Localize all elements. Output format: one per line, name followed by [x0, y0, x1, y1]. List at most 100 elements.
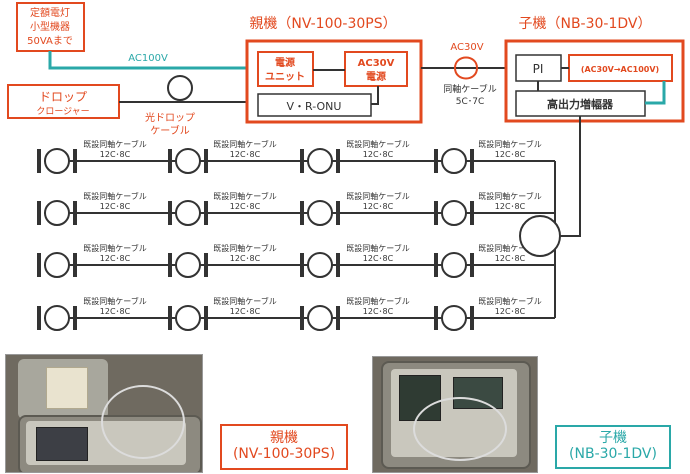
trunk-line — [560, 116, 581, 237]
rated-load-line-3: 50VAまで — [27, 35, 73, 47]
pi-label: PI — [533, 62, 544, 76]
tap-unit-bar — [470, 253, 474, 277]
tap-unit-bar — [434, 306, 438, 330]
tap-unit-circle — [307, 148, 333, 174]
coax-cable-size: 12C･8C — [363, 254, 394, 263]
coax-cable-size: 12C･8C — [495, 150, 526, 159]
coax-cable-label: 既設同軸ケーブル — [346, 139, 410, 149]
tap-unit-bar — [336, 306, 340, 330]
tap-unit-bar — [204, 253, 208, 277]
optical-cable-label-1: 光ドロップ — [145, 111, 195, 124]
tap-unit-bar — [434, 149, 438, 173]
tap-unit-bar — [168, 149, 172, 173]
tap-unit-bar — [336, 253, 340, 277]
child-caption-line-1: 子機 — [599, 430, 627, 446]
child-unit-title: 子機（NB-30-1DV） — [518, 16, 651, 32]
coax-cable-label: 既設同軸ケーブル — [478, 139, 542, 149]
tap-unit-circle — [307, 252, 333, 278]
coax-cable-label: 既設同軸ケーブル — [83, 243, 147, 253]
coax-cable-size: 12C･8C — [230, 254, 261, 263]
coax-cable-size: 12C･8C — [495, 254, 526, 263]
tap-unit-bar — [73, 253, 77, 277]
tap-unit-bar — [300, 149, 304, 173]
converter-box — [568, 54, 673, 82]
parent-photo-module — [36, 427, 88, 461]
tap-unit-circle — [441, 148, 467, 174]
coax-label-1: 同軸ケーブル — [443, 83, 496, 95]
drop-closure-title: ドロップ — [39, 90, 87, 104]
tap-unit-bar — [434, 201, 438, 225]
parent-caption-line-2: (NV-100-30PS) — [232, 446, 336, 462]
coax-cable-label: 既設同軸ケーブル — [83, 191, 147, 201]
converter-label: (AC30V→AC100V) — [581, 65, 659, 74]
rated-load-line-2: 小型機器 — [30, 20, 70, 33]
rated-load-line-1: 定額電灯 — [30, 6, 70, 19]
coax-cable-size: 12C･8C — [495, 307, 526, 316]
coax-cable-size: 12C･8C — [100, 254, 131, 263]
tap-unit-circle — [307, 305, 333, 331]
distribution-grid: 既設同軸ケーブル12C･8C既設同軸ケーブル12C･8C既設同軸ケーブル12C･… — [37, 139, 561, 331]
coax-cable-size: 12C･8C — [100, 307, 131, 316]
tap-unit-circle — [44, 200, 70, 226]
tap-unit-circle — [175, 200, 201, 226]
tap-unit-circle — [441, 252, 467, 278]
tap-unit-bar — [204, 149, 208, 173]
tap-unit-bar — [336, 201, 340, 225]
child-caption-line-2: (NB-30-1DV) — [569, 446, 657, 462]
coax-cable-size: 12C･8C — [100, 150, 131, 159]
tap-unit-bar — [37, 149, 41, 173]
onu-psu-line — [371, 86, 379, 105]
coax-loop — [454, 56, 479, 80]
tap-unit-bar — [300, 253, 304, 277]
coax-cable-label: 既設同軸ケーブル — [478, 243, 542, 253]
coax-label-2: 5C･7C — [456, 97, 485, 107]
ac30-label: AC30V — [450, 42, 483, 53]
coax-cable-size: 12C･8C — [230, 307, 261, 316]
tap-unit-bar — [204, 201, 208, 225]
tap-unit-circle — [307, 200, 333, 226]
tap-unit-circle — [441, 200, 467, 226]
child-unit-photo — [372, 356, 538, 473]
ac30-psu-label-2: 電源 — [366, 70, 386, 83]
coax-cable-label: 既設同軸ケーブル — [478, 191, 542, 201]
child-photo-cable — [413, 397, 507, 461]
coax-cable-label: 既設同軸ケーブル — [346, 243, 410, 253]
tap-unit-circle — [44, 305, 70, 331]
tap-unit-circle — [175, 305, 201, 331]
tap-unit-bar — [470, 201, 474, 225]
coax-cable-size: 12C･8C — [363, 307, 394, 316]
tap-unit-bar — [37, 306, 41, 330]
parent-photo-cable — [101, 385, 185, 459]
coax-cable-label: 既設同軸ケーブル — [213, 243, 277, 253]
coax-cable-label: 既設同軸ケーブル — [83, 139, 147, 149]
parent-unit-title: 親機（NV-100-30PS） — [249, 16, 396, 32]
coax-cable-size: 12C･8C — [495, 202, 526, 211]
coax-cable-size: 12C･8C — [363, 150, 394, 159]
amplifier-label: 高出力増幅器 — [547, 97, 614, 111]
tap-unit-bar — [470, 306, 474, 330]
drop-closure-sub: クロージャー — [36, 106, 89, 117]
child-photo-caption: 子機 (NB-30-1DV) — [555, 425, 671, 469]
tap-unit-bar — [434, 253, 438, 277]
converter-amp-teal-line — [645, 81, 666, 105]
tap-unit-bar — [73, 201, 77, 225]
tap-unit-circle — [175, 148, 201, 174]
tap-unit-bar — [204, 306, 208, 330]
ac100-line — [48, 51, 247, 70]
parent-caption-line-1: 親機 — [270, 430, 298, 446]
splitter-circle — [519, 215, 561, 257]
vr-onu-label: V・R-ONU — [287, 100, 342, 113]
optical-cable-loop — [167, 75, 193, 101]
tap-unit-circle — [44, 148, 70, 174]
tap-unit-circle — [44, 252, 70, 278]
tap-unit-bar — [168, 306, 172, 330]
coax-cable-label: 既設同軸ケーブル — [213, 296, 277, 306]
coax-cable-size: 12C･8C — [230, 150, 261, 159]
rated-load-box — [16, 2, 85, 52]
parent-unit-photo — [5, 354, 203, 473]
parent-photo-caption: 親機 (NV-100-30PS) — [220, 424, 348, 470]
tap-unit-bar — [168, 253, 172, 277]
coax-cable-size: 12C･8C — [100, 202, 131, 211]
